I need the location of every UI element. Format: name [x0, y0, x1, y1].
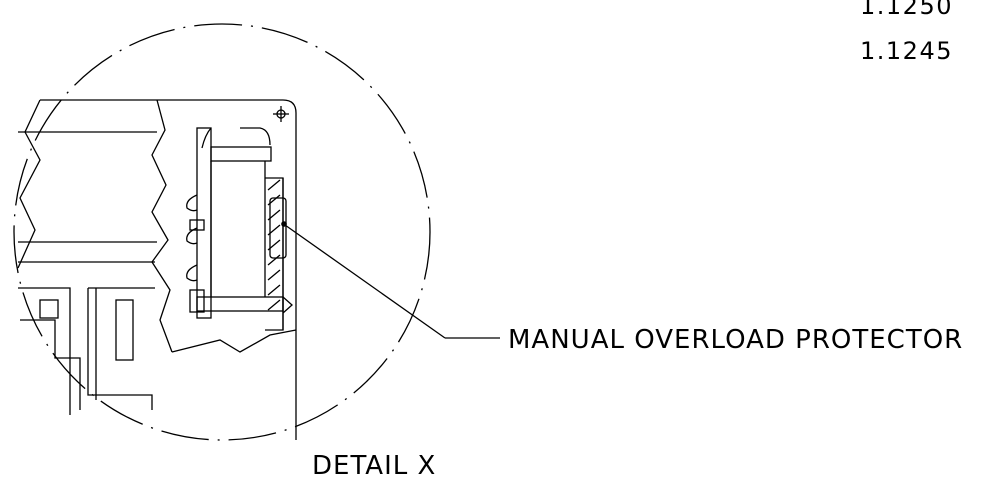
clip-loop-mid [186, 227, 198, 245]
frame-outer-left [20, 319, 81, 410]
break-line-bottom [171, 329, 297, 353]
break-line-center [151, 99, 173, 353]
housing-outline [40, 99, 297, 440]
drawing-geometry [17, 99, 500, 440]
mount-plate [265, 177, 284, 331]
bracket-top-bolt [210, 146, 272, 162]
frame-lower-left [18, 287, 71, 415]
callout-label: MANUAL OVERLOAD PROTECTOR [508, 325, 963, 355]
slot-rect [115, 299, 134, 361]
callout-dot [281, 221, 287, 227]
frame-lower-post [87, 288, 153, 410]
bracket-bottom-end [282, 296, 293, 314]
clip-loop-low [186, 264, 198, 282]
detail-title: DETAIL X [312, 451, 436, 480]
mount-hatch [267, 179, 281, 311]
break-line-left [17, 99, 41, 269]
dimension-upper: 1.1250 [860, 0, 953, 20]
bracket-body [210, 161, 266, 297]
small-square [39, 299, 59, 319]
overload-protector-body [269, 197, 287, 259]
crosshair-mark [273, 106, 289, 122]
bracket-top-hook [240, 127, 271, 146]
bracket-top-curve [201, 127, 212, 149]
clip-loop-top [186, 194, 198, 212]
detail-circle [13, 23, 431, 441]
callout-leader [284, 224, 446, 339]
bolt-head-low [189, 289, 205, 313]
dimension-lower: 1.1245 [860, 37, 953, 65]
bolt-head-mid [189, 219, 205, 231]
